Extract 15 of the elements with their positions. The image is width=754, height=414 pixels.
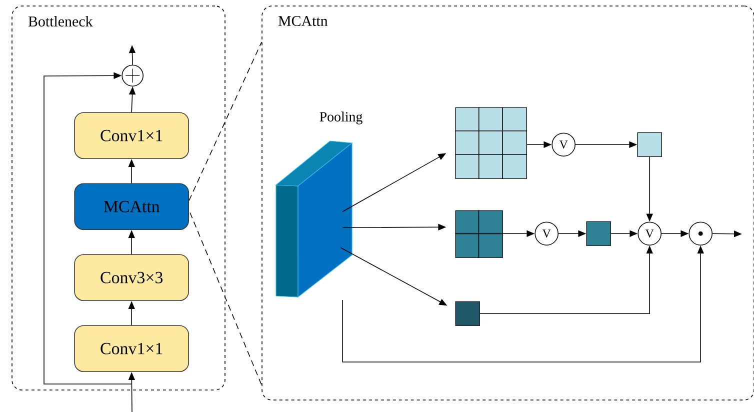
- node-label: Pooling: [320, 112, 362, 124]
- layer-box: MCAttn: [74, 183, 189, 230]
- pooled-grid: [454, 210, 504, 258]
- arrow: [44, 72, 132, 384]
- layer-box: Conv1×1: [74, 112, 189, 159]
- zoom-line: [190, 212, 262, 386]
- layer-box: Conv1×1: [74, 325, 189, 372]
- add-circle: [122, 64, 144, 86]
- pooled-square: [586, 221, 611, 246]
- pooled-grid: [454, 106, 528, 180]
- pooled-square: [455, 301, 480, 326]
- multiply-circle: [688, 222, 712, 246]
- layer-box: Conv3×3: [74, 254, 189, 301]
- pooled-square: [637, 132, 662, 157]
- zoom-line: [188, 42, 262, 201]
